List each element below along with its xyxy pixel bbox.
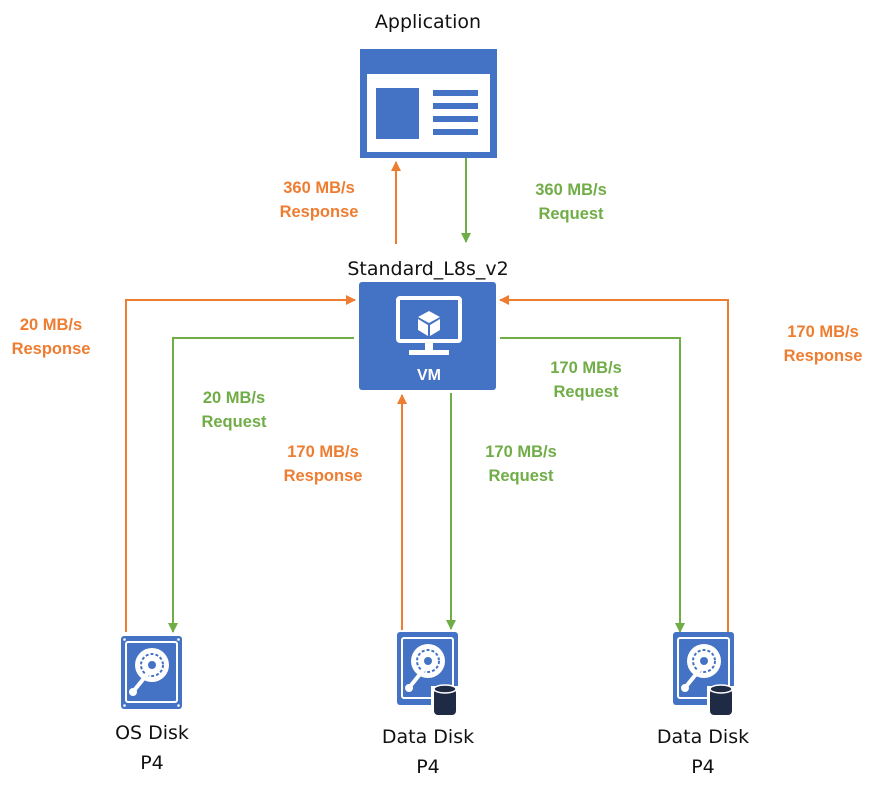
app-response-rate: 360 MB/s — [283, 179, 355, 197]
app-response-label: 360 MB/s Response — [266, 176, 372, 224]
data-disk-2-caption: Data Disk P4 — [643, 722, 763, 782]
data2-response-label: 170 MB/s Response — [770, 320, 876, 368]
data2-request-rate: 170 MB/s — [550, 359, 622, 377]
os-request-label: 20 MB/s Request — [186, 386, 282, 434]
data2-response-arrow — [499, 295, 729, 632]
data1-request-rate: 170 MB/s — [485, 443, 557, 461]
data-disk-1-caption: Data Disk P4 — [368, 722, 488, 782]
data1-response-kind: Response — [283, 467, 363, 485]
data-disk-1-tier: P4 — [416, 756, 440, 778]
data2-response-rate: 170 MB/s — [787, 323, 859, 341]
app-request-kind: Request — [538, 205, 604, 223]
vm-title: Standard_L8s_v2 — [347, 258, 509, 280]
os-disk-icon — [121, 636, 182, 709]
app-response-kind: Response — [279, 203, 359, 221]
app-request-rate: 360 MB/s — [535, 181, 607, 199]
data2-response-kind: Response — [783, 347, 863, 365]
vm-label: VM — [417, 367, 441, 384]
data1-request-kind: Request — [488, 467, 554, 485]
os-request-kind: Request — [201, 413, 267, 431]
os-response-rate: 20 MB/s — [19, 316, 83, 334]
os-response-label: 20 MB/s Response — [4, 313, 98, 361]
data-disk-2-name: Data Disk — [656, 726, 750, 748]
os-response-kind: Response — [11, 340, 91, 358]
os-response-arrow — [125, 295, 356, 632]
os-disk-name: OS Disk — [115, 722, 189, 744]
data2-request-label: 170 MB/s Request — [533, 356, 639, 404]
data-disk-icon — [397, 632, 459, 715]
data1-request-label: 170 MB/s Request — [468, 440, 574, 488]
data2-request-kind: Request — [553, 383, 619, 401]
application-title: Application — [374, 11, 482, 33]
application-window-icon — [360, 49, 497, 158]
data1-response-label: 170 MB/s Response — [270, 440, 376, 488]
data-disk-2-tier: P4 — [691, 756, 715, 778]
os-disk-tier: P4 — [140, 752, 164, 774]
os-request-arrow — [168, 337, 354, 633]
os-request-rate: 20 MB/s — [202, 389, 266, 407]
data1-response-rate: 170 MB/s — [287, 443, 359, 461]
virtual-machine-monitor-icon — [359, 282, 496, 390]
app-request-label: 360 MB/s Request — [518, 178, 624, 226]
data-disk-icon — [673, 632, 735, 715]
os-disk-caption: OS Disk P4 — [97, 718, 207, 778]
data2-request-arrow — [500, 337, 685, 633]
data-disk-1-name: Data Disk — [381, 726, 475, 748]
